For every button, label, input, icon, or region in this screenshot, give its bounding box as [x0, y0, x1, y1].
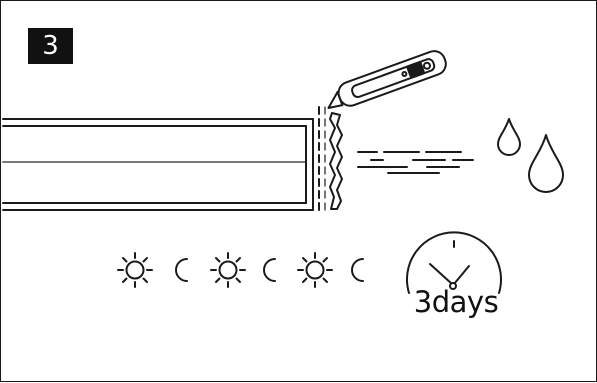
- cure-time-label: 3days: [413, 285, 499, 319]
- sun-icon: [210, 252, 246, 288]
- moon-icon: [263, 258, 276, 282]
- water-drop-small-icon: [497, 118, 521, 156]
- moon-icon: [351, 258, 364, 282]
- trimmed-strip: [329, 112, 343, 210]
- sun-icon: [297, 252, 333, 288]
- sun-icon: [117, 252, 153, 288]
- moon-icon: [175, 258, 188, 282]
- step-number-badge: 3: [28, 28, 73, 64]
- water-drop-large-icon: [528, 134, 564, 193]
- utility-knife-icon: [327, 50, 447, 110]
- frame-profile: [2, 118, 314, 211]
- cut-line: [318, 106, 326, 216]
- wipe-lines: [357, 151, 474, 174]
- clock-icon: [406, 231, 502, 294]
